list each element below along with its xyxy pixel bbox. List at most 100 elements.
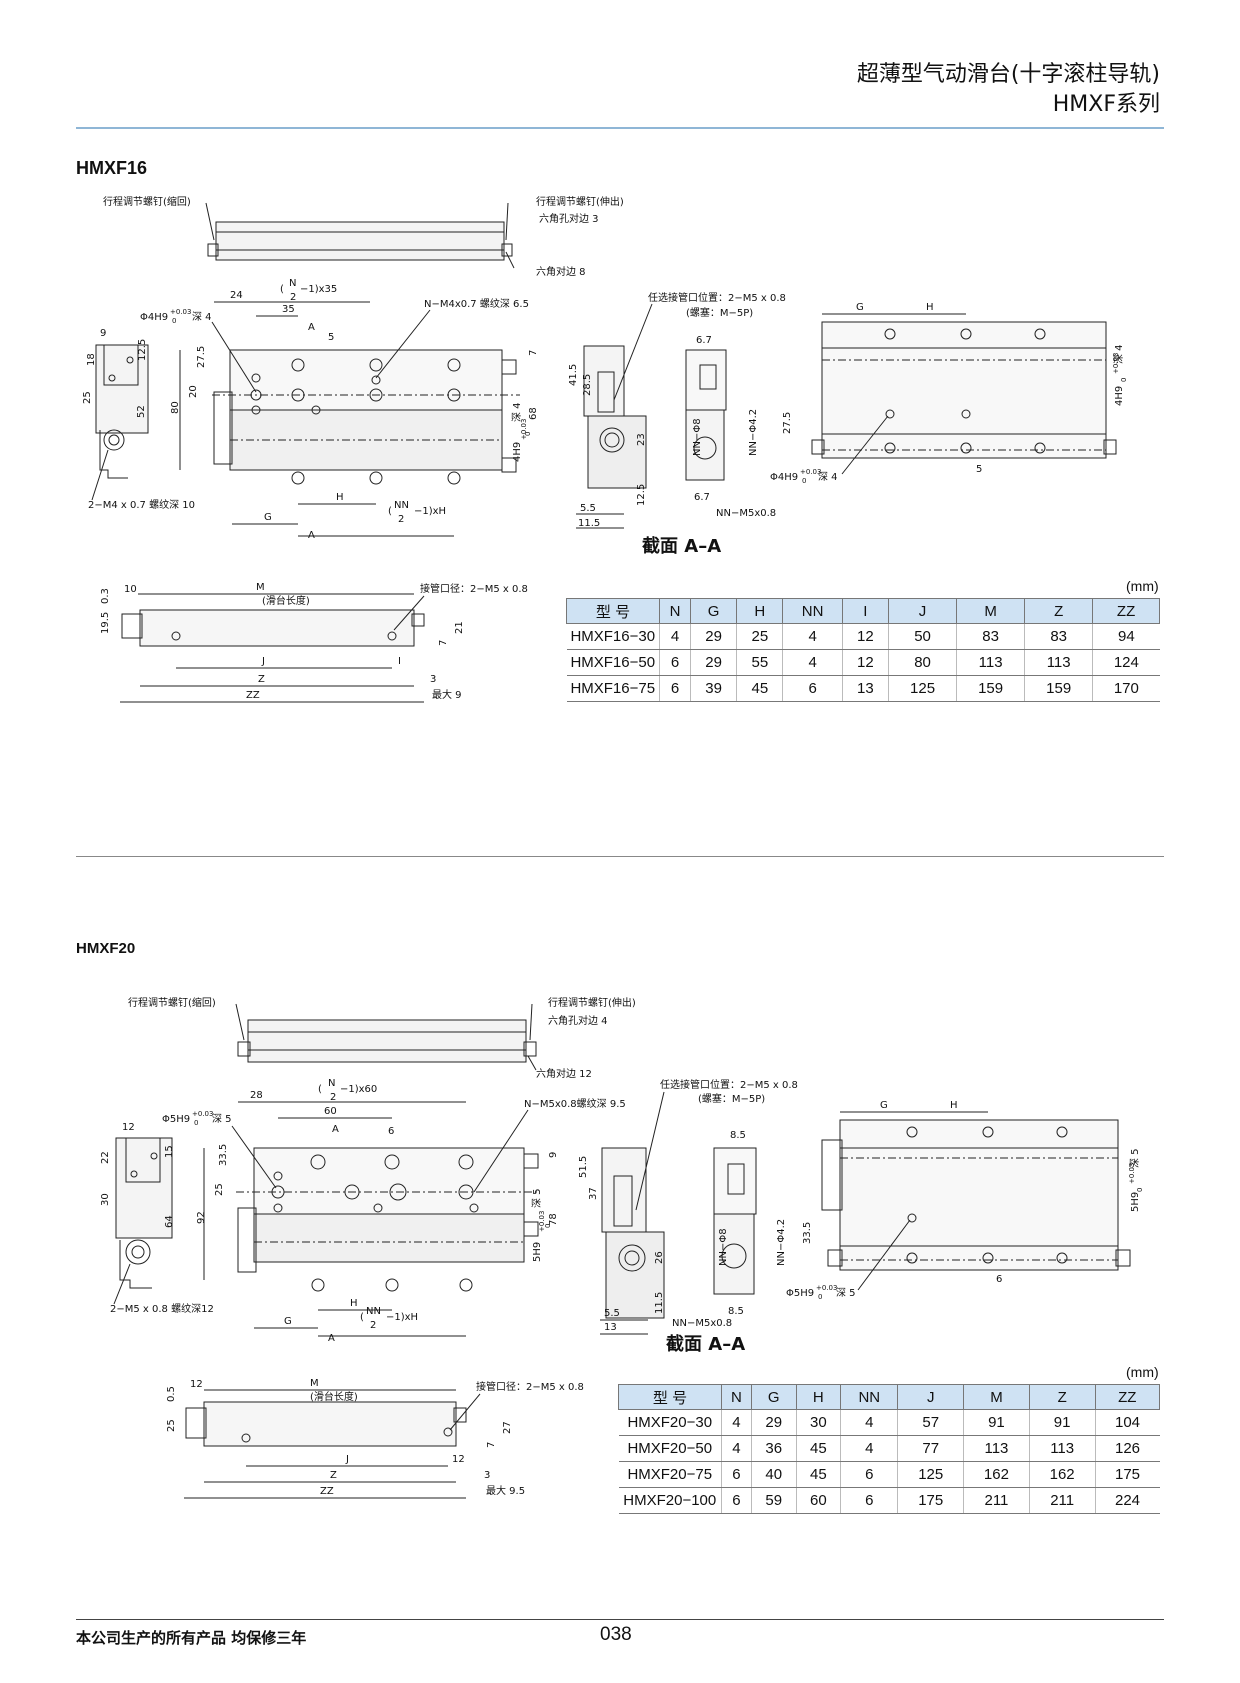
s1-r-depth: 深 4 [818, 471, 838, 483]
hmxf16-side-view [121, 609, 425, 647]
table-header-row: 型 号 N G H NN J M Z ZZ [618, 1384, 1160, 1410]
s2-b-port: 接管口径：2−M5 x 0.8 [476, 1380, 584, 1393]
s2-r-33-5: 33.5 [802, 1222, 813, 1244]
s1-r-h9-tol0: 0 [1120, 378, 1128, 382]
s2-dim-12: 12 [122, 1122, 135, 1133]
cell: 175 [897, 1487, 964, 1514]
cell: 57 [897, 1409, 964, 1436]
s1-dim-80: 80 [170, 401, 181, 414]
col-n: N [659, 598, 691, 624]
cell: 113 [956, 649, 1025, 676]
cell: 104 [1094, 1409, 1160, 1436]
s1-n-m4: N−M4x0.7 螺纹深 6.5 [424, 297, 529, 310]
cell: 113 [1028, 1435, 1095, 1462]
s1-label-hex-hole: 六角孔对边 3 [539, 212, 599, 225]
s1-b-port: 接管口径：2−M5 x 0.8 [420, 582, 528, 595]
s2-dim-30: 30 [100, 1193, 111, 1206]
s2-nn-n: NN [366, 1306, 381, 1317]
s1-b-0-3: 0.3 [100, 588, 111, 604]
s1-dim-25: 25 [82, 391, 93, 404]
page-header: 超薄型气动滑台(十字滚柱导轨) HMXF系列 [857, 60, 1160, 120]
hmxf16-plan-view [212, 349, 520, 485]
s2-b-z: Z [330, 1470, 337, 1481]
s2-m5-bottom: 2−M5 x 0.8 螺纹深12 [110, 1302, 214, 1315]
s1-r-g: G [856, 302, 864, 313]
s1-phi-tol0: 0 [172, 317, 176, 325]
s1-dim-6-7b: 6.7 [694, 492, 710, 503]
hmxf16-port-detail [685, 349, 727, 481]
col-g: G [689, 598, 738, 624]
s2-dim-25: 25 [214, 1183, 225, 1196]
s2-r-h9-tol: +0.03 [1128, 1163, 1136, 1184]
cell: 125 [897, 1461, 964, 1488]
s1-section-caption: 截面 A–A [642, 536, 722, 557]
hmxf20-top-view [235, 1003, 537, 1071]
s2-plug: (螺塞：M−5P) [698, 1092, 765, 1105]
s2-nn-phi4-2: NN−Φ4.2 [776, 1219, 787, 1266]
hmxf20-right-view [821, 1119, 1131, 1271]
s2-h9-tol0: 0 [544, 1224, 552, 1228]
cell: 159 [956, 675, 1025, 702]
cell: 91 [1028, 1409, 1095, 1436]
cell: 50 [887, 623, 957, 650]
s2-label-hex-flat: 六角对边 12 [536, 1067, 592, 1080]
col-i: I [841, 598, 890, 624]
cell: 113 [963, 1435, 1030, 1462]
s1-r-h9-tol: +0.03 [1112, 353, 1120, 374]
footer-rule [76, 1619, 1164, 1620]
s2-r-deep: 深 5 [1129, 1148, 1141, 1168]
s1-b-j: J [261, 656, 265, 667]
s2-r-phi: Φ5H9 [786, 1288, 814, 1299]
col-m: M [963, 1384, 1030, 1410]
cell: 29 [689, 649, 737, 676]
cell: 6 [782, 675, 843, 702]
section-title-hmxf16: HMXF16 [76, 158, 148, 178]
s1-b-19-5: 19.5 [100, 612, 111, 634]
s1-dim-12-5b: 12.5 [636, 484, 647, 506]
s2-dim-nspacing: −1)x60 [340, 1084, 377, 1095]
s1-dim-41-5: 41.5 [568, 364, 579, 386]
cell: HMXF16−75 [566, 675, 660, 702]
cell: 6 [721, 1461, 752, 1488]
s2-dim-78: 78 [548, 1213, 559, 1226]
s1-dim-12-5: 12.5 [137, 339, 148, 361]
s2-b-12: 12 [190, 1379, 203, 1390]
s2-n-m5: N−M5x0.8螺纹深 9.5 [524, 1097, 626, 1110]
cell: 6 [840, 1461, 898, 1488]
cell: 6 [721, 1487, 752, 1514]
s1-nn-m5: NN−M5x0.8 [716, 508, 776, 519]
cell: 162 [963, 1461, 1030, 1488]
cell: 170 [1092, 675, 1160, 702]
s1-unit: (mm) [1126, 578, 1159, 594]
s2-dim-nspacing-open: ( [318, 1084, 322, 1095]
cell: 91 [963, 1409, 1030, 1436]
cell: 126 [1094, 1435, 1160, 1462]
cell: 4 [721, 1409, 752, 1436]
s1-h9-tol0: 0 [524, 432, 532, 436]
cell: 124 [1092, 649, 1160, 676]
col-z: Z [1028, 1384, 1096, 1410]
hmxf20-plan-view [236, 1147, 540, 1292]
cell: 55 [736, 649, 783, 676]
s1-dim-nspacing: −1)x35 [300, 284, 337, 295]
s2-opt-port: 任选接管口位置：2−M5 x 0.8 [660, 1078, 798, 1091]
s1-r-phi: Φ4H9 [770, 472, 798, 483]
s2-r-phi-tol0: 0 [818, 1293, 822, 1301]
col-h: H [795, 1384, 842, 1410]
page-number: 038 [600, 1624, 632, 1645]
s1-dim-35: 35 [282, 304, 295, 315]
s1-b-z: Z [258, 674, 265, 685]
cell: 80 [887, 649, 957, 676]
col-g: G [750, 1384, 797, 1410]
s2-b-m: M [310, 1378, 319, 1389]
s1-m4-bottom: 2−M4 x 0.7 螺纹深 10 [88, 498, 195, 511]
cell: HMXF16−50 [566, 649, 660, 676]
col-model: 型 号 [566, 598, 660, 624]
cell: HMXF20−100 [618, 1487, 722, 1514]
header-title-line1: 超薄型气动滑台(十字滚柱导轨) [856, 62, 1160, 87]
hmxf20-end-view [115, 1137, 173, 1289]
